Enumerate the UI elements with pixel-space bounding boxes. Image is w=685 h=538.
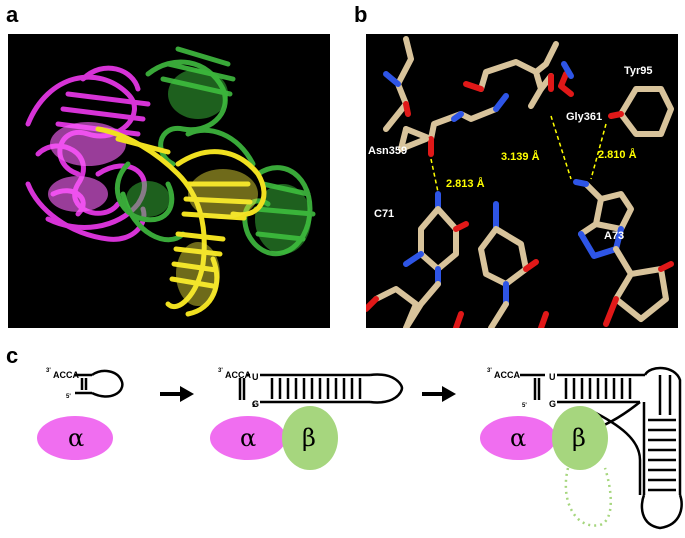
base-u-label-3: U [549, 372, 556, 382]
alpha-subunit-1 [37, 416, 113, 460]
acca-end-label-3: ACCA [494, 370, 520, 380]
base-g-label-3: G [549, 399, 556, 409]
acca-end-label-2: ACCA [225, 370, 251, 380]
stage-2: 3' ACCA 5' U G α β [210, 368, 404, 470]
hydrogen-bonds [430, 115, 607, 193]
distance-gly361-a73: 3.139 Å [501, 150, 540, 163]
stage-3: 3' ACCA 5' U G α β [480, 366, 683, 530]
five-prime-label-2: 5' [252, 403, 257, 409]
beta-label-3: β [572, 424, 586, 452]
beta-flexible-loop [564, 467, 612, 527]
label-asn359: Asn359 [368, 145, 407, 157]
assembly-schematic: 3' ACCA 5' α 3' ACCA 5' U G α β [37, 366, 683, 530]
panel-b-label: b [354, 2, 368, 27]
label-tyr95: Tyr95 [624, 65, 653, 77]
trna-long-hairpin [238, 373, 404, 404]
three-prime-label: 3' [46, 368, 51, 374]
alpha-label-1: α [68, 424, 84, 452]
label-gly361: Gly361 [566, 111, 602, 123]
alpha-subunit-2 [210, 416, 286, 460]
five-prime-label-3: 5' [522, 403, 527, 409]
distance-asn359-c71: 2.813 Å [446, 177, 485, 190]
stage-1: 3' ACCA 5' α [37, 368, 124, 460]
panel-c-label: c [6, 343, 19, 368]
acca-end-label: ACCA [53, 370, 79, 380]
label-c71: C71 [374, 208, 394, 220]
arrow-1 [160, 386, 194, 402]
alpha-label-3: α [510, 424, 526, 452]
stick-model: Tyr95 Gly361 Asn359 C71 A73 2.813 Å 3.13… [366, 34, 678, 328]
label-a73: A73 [604, 230, 624, 242]
ribbon-structure [8, 34, 330, 328]
arrow-2 [422, 386, 456, 402]
protein-structure-image [8, 34, 330, 328]
active-site-image: Tyr95 Gly361 Asn359 C71 A73 2.813 Å 3.13… [366, 34, 678, 328]
beta-subunit-2 [282, 406, 338, 470]
trna-ribbon [95, 126, 267, 317]
three-prime-label-2: 3' [218, 368, 223, 374]
beta-subunit-3 [552, 406, 608, 470]
base-g-label: G [252, 399, 259, 409]
beta-label-2: β [302, 424, 316, 452]
distance-tyr95-a73: 2.810 Å [598, 148, 637, 161]
base-u-label: U [252, 372, 259, 382]
alpha-subunit-3 [480, 416, 556, 460]
residue-sticks [366, 36, 674, 328]
trna-hairpin [75, 369, 124, 398]
panel-a-label: a [6, 2, 19, 27]
three-prime-label-3: 3' [487, 368, 492, 374]
alpha-label-2: α [240, 424, 256, 452]
five-prime-label: 5' [66, 394, 71, 400]
